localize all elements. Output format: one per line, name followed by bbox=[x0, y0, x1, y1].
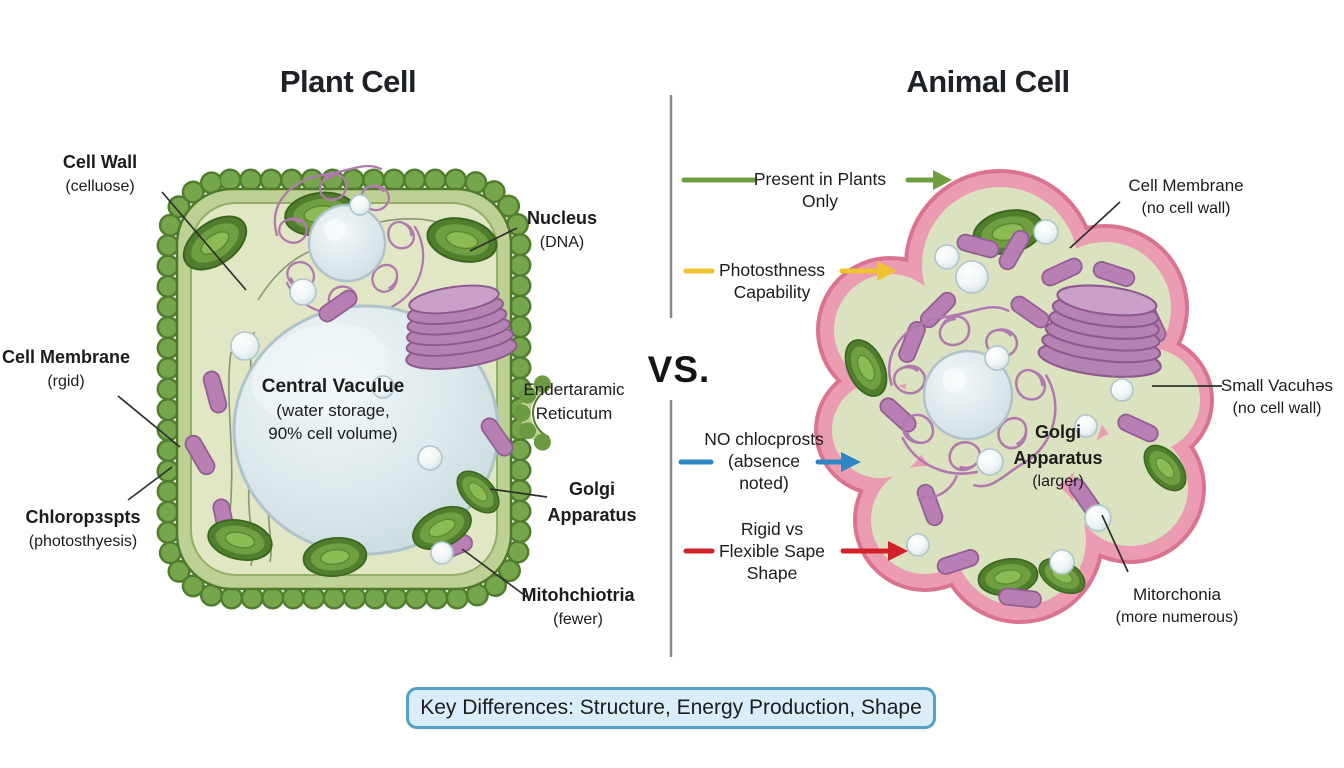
leader-cell-membrane-animal bbox=[1069, 201, 1121, 249]
leader-chloroplasts bbox=[127, 466, 173, 501]
label-central-vacuole: Central Vaculue (water storage, 90% cell… bbox=[261, 376, 405, 443]
label-cell-membrane-plant: Cell Membrane (rgid) bbox=[1, 347, 131, 390]
leader-lines bbox=[117, 191, 1222, 598]
leader-mitochondria-plant bbox=[461, 548, 528, 598]
plant-cell-title: Plant Cell bbox=[279, 64, 417, 99]
animal-cell-title: Animal Cell bbox=[906, 64, 1070, 99]
arrow-photosynthesis bbox=[683, 261, 897, 281]
label-cell-wall: Cell Wall (celluose) bbox=[62, 152, 138, 195]
label-cell-membrane-animal: Cell Membrane (no cell wall) bbox=[1128, 176, 1244, 218]
leader-mitochondria-animal bbox=[1101, 514, 1129, 573]
animal-vesicles bbox=[906, 219, 1134, 575]
label-chloroplasts: Chloropзspts (photosthyesis) bbox=[25, 507, 141, 550]
plant-wall-notch bbox=[513, 375, 584, 451]
arrow-no-chloroplasts bbox=[678, 452, 861, 472]
leader-golgi-plant bbox=[489, 488, 548, 498]
label-nucleus: Nucleus (DNA) bbox=[526, 208, 598, 251]
nucleus-highlight bbox=[942, 368, 966, 392]
comparison-row-photosynthesis: Photosthness Capability bbox=[718, 260, 826, 302]
plant-vesicles bbox=[230, 194, 454, 565]
label-golgi-animal: Golgi Apparatus (larger) bbox=[1013, 422, 1103, 491]
arrow-rigid-vs-flexible bbox=[683, 541, 908, 561]
label-mitochondria-plant: Mitohchiotria (fewer) bbox=[521, 585, 635, 628]
label-endoplasmic-reticulum: Endertaramic Reticutum bbox=[523, 380, 625, 424]
label-small-vacuoles: Small Vacuhəs (no cell wall) bbox=[1220, 376, 1334, 418]
vacuole-highlight bbox=[251, 323, 389, 421]
comparison-arrows bbox=[678, 170, 952, 561]
label-mitochondria-animal: Mitorchonia (more numerous) bbox=[1115, 585, 1239, 627]
leader-cell-membrane-plant bbox=[117, 395, 181, 448]
plant-nucleus bbox=[307, 203, 387, 283]
comparison-row-rigid-vs-flexible: Rigid vs Flexible Sape Shape bbox=[718, 519, 826, 583]
plant-cell-illustration bbox=[156, 166, 584, 610]
animal-cell-illustration bbox=[814, 169, 1214, 624]
comparison-row-no-chloroplasts: NO chlocprosts (absence noted) bbox=[704, 429, 824, 493]
leader-nucleus bbox=[469, 227, 518, 252]
arrow-present-in-plants bbox=[681, 170, 952, 190]
key-differences-text: Key Differences: Structure, Energy Produ… bbox=[420, 696, 922, 719]
leader-cell-wall bbox=[161, 191, 247, 291]
key-differences-banner: Key Differences: Structure, Energy Produ… bbox=[406, 687, 936, 729]
nucleus-highlight bbox=[324, 219, 346, 241]
comparison-row-present-in-plants: Present in Plants Only bbox=[753, 169, 887, 211]
vs-text: VS. bbox=[647, 349, 711, 390]
label-golgi-plant: Golgi Apparatus bbox=[547, 479, 637, 525]
